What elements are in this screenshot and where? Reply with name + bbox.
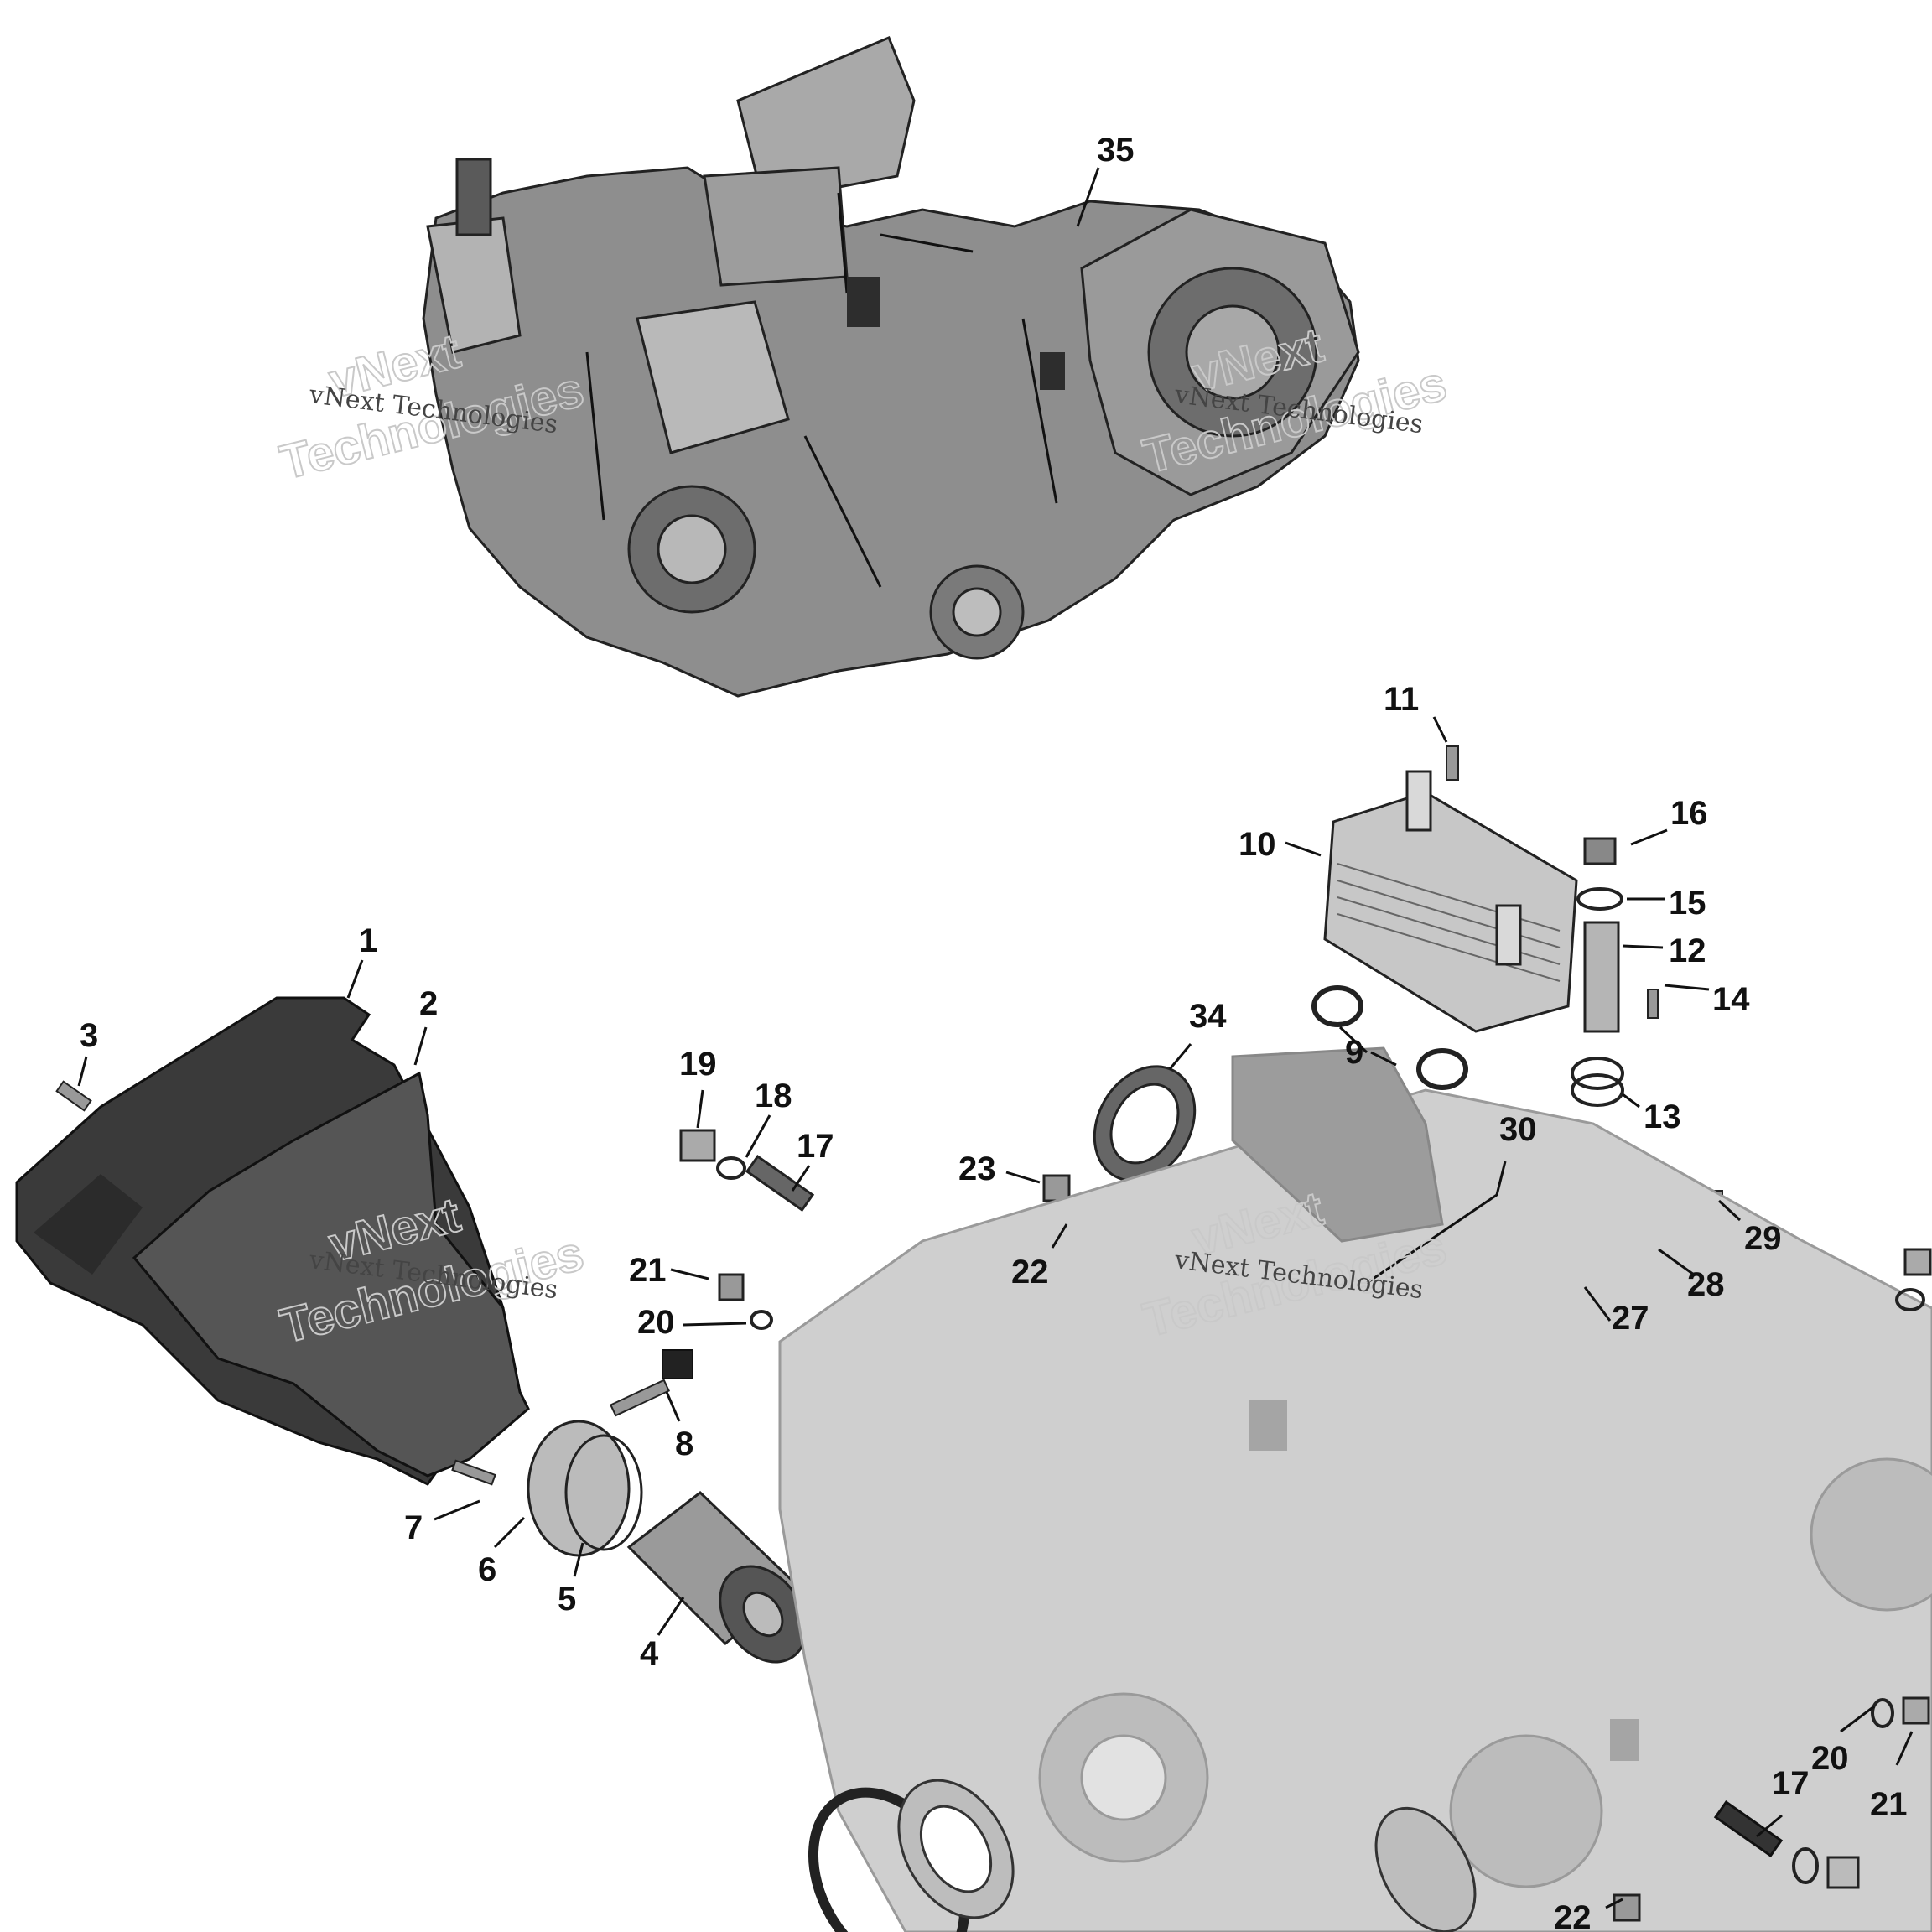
callout-16: 16 (1670, 795, 1708, 832)
callout-17-right: 17 (1772, 1765, 1810, 1802)
callout-12: 12 (1669, 932, 1706, 969)
callout-20-right: 20 (1811, 1740, 1849, 1777)
callout-29: 29 (1744, 1220, 1782, 1257)
callout-8: 8 (675, 1426, 693, 1462)
oil-filter-4 (626, 1491, 808, 1664)
callout-34: 34 (1189, 998, 1227, 1035)
callout-19: 19 (679, 1046, 717, 1083)
callout-5: 5 (558, 1581, 576, 1618)
leader-lines (77, 167, 1914, 1909)
bolt-3 (55, 1080, 92, 1112)
bolt-11 (1446, 745, 1459, 781)
callout-22: 22 (1011, 1254, 1049, 1291)
callout-23: 23 (958, 1150, 996, 1187)
callout-30: 30 (1499, 1111, 1537, 1148)
plug-19-18-17 (679, 1129, 815, 1213)
callout-10: 10 (1239, 826, 1276, 863)
callout-35: 35 (1097, 132, 1135, 169)
callout-18: 18 (755, 1078, 792, 1114)
callout-14: 14 (1712, 981, 1750, 1018)
callout-1: 1 (359, 922, 377, 959)
gearbox-assembly-top (422, 36, 1360, 698)
callout-28: 28 (1687, 1266, 1725, 1303)
callout-4: 4 (640, 1635, 659, 1672)
callout-13: 13 (1644, 1098, 1681, 1135)
callout-9: 9 (1345, 1034, 1363, 1071)
callout-11: 11 (1384, 681, 1419, 718)
oil-seal-34 (1093, 1065, 1197, 1182)
oil-cooler-10 (1323, 770, 1578, 1033)
callout-22-right: 22 (1554, 1899, 1592, 1932)
housing-5-6-7 (451, 1420, 643, 1557)
o-rings-9 (1311, 985, 1468, 1090)
callout-6: 6 (478, 1551, 496, 1588)
callout-27: 27 (1612, 1300, 1649, 1337)
small-parts-right (1613, 1248, 1932, 1922)
seals-bottom (808, 1779, 1477, 1932)
callout-21-right: 21 (1870, 1786, 1908, 1823)
callout-21: 21 (629, 1252, 667, 1289)
plug-21-20 (718, 1273, 773, 1330)
callout-3: 3 (80, 1017, 98, 1054)
callout-20: 20 (637, 1304, 675, 1341)
callout-7: 7 (404, 1509, 423, 1546)
crankcase-exploded (778, 1046, 1932, 1932)
callout-labels: 35 11 16 10 15 12 14 1 2 3 34 9 13 19 18… (80, 132, 1908, 1932)
fitting-12-16-15 (1571, 837, 1659, 1107)
callout-2: 2 (419, 985, 438, 1022)
callout-15: 15 (1669, 885, 1706, 922)
callout-17: 17 (797, 1128, 834, 1165)
gearbox-cover-inner (132, 1071, 530, 1478)
sensor-8 (609, 1349, 693, 1417)
